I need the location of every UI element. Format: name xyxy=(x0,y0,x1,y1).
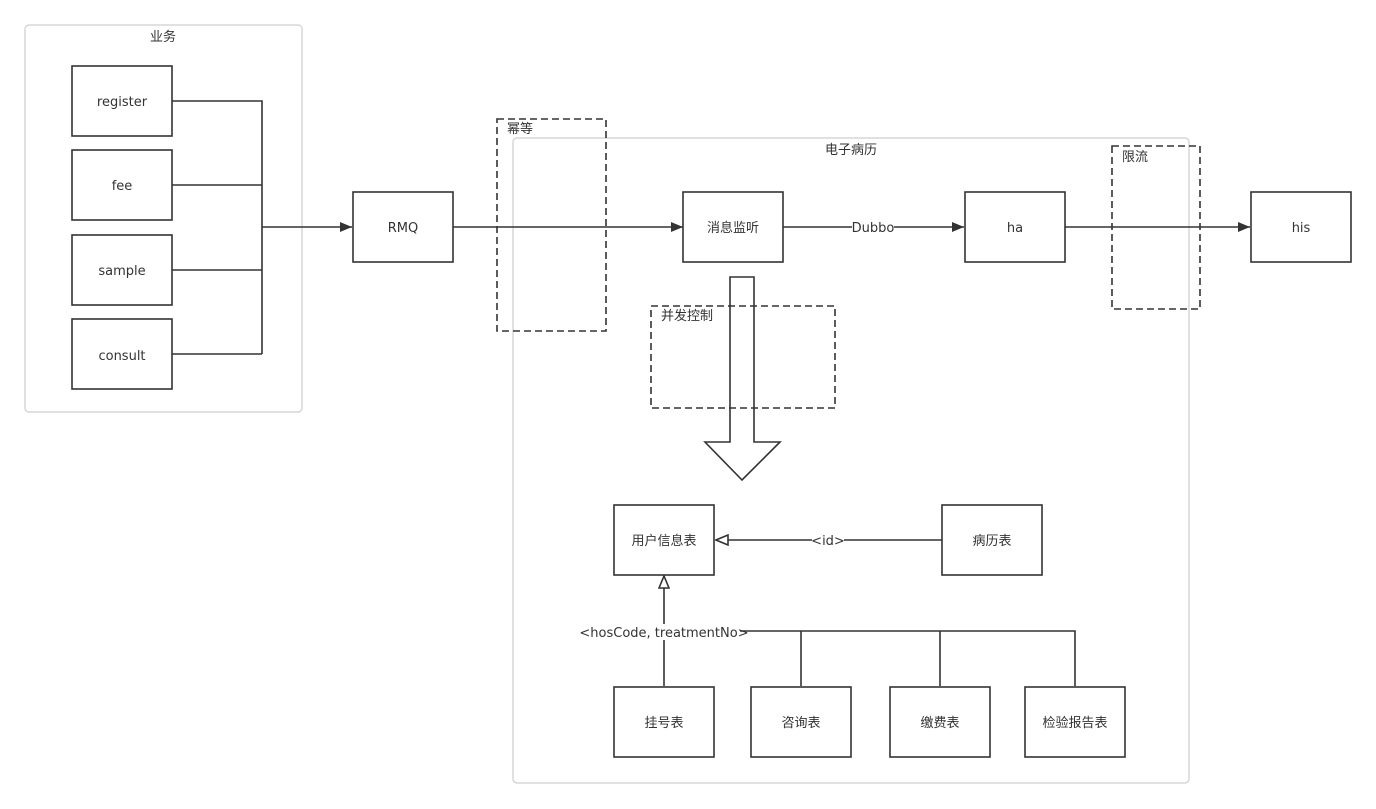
idempotent-label: 幂等 xyxy=(507,121,533,137)
edge-record-to-userinfo: <id> xyxy=(716,532,942,549)
node-sample[interactable]: sample xyxy=(71,234,173,306)
node-registration-table[interactable]: 挂号表 xyxy=(613,686,715,758)
node-ha[interactable]: ha xyxy=(964,191,1066,263)
svg-text:病历表: 病历表 xyxy=(972,534,1011,549)
business-group: 业务 xyxy=(24,24,303,413)
svg-text:register: register xyxy=(97,95,148,110)
svg-text:his: his xyxy=(1292,221,1311,236)
node-register[interactable]: register xyxy=(71,65,173,137)
node-lab-report-table[interactable]: 检验报告表 xyxy=(1024,686,1126,758)
node-consult[interactable]: consult xyxy=(71,318,173,390)
edge-listener-to-ha: Dubbo xyxy=(783,219,964,236)
big-down-arrow-icon xyxy=(703,276,782,482)
emr-group: 电子病历 xyxy=(512,137,1190,784)
concurrency-label: 并发控制 xyxy=(661,308,713,324)
svg-text:咨询表: 咨询表 xyxy=(781,716,820,731)
node-message-listener[interactable]: 消息监听 xyxy=(682,191,784,263)
svg-text:fee: fee xyxy=(112,179,133,194)
node-fee[interactable]: fee xyxy=(71,149,173,221)
node-medical-record-table[interactable]: 病历表 xyxy=(941,504,1043,576)
svg-text:挂号表: 挂号表 xyxy=(644,716,683,731)
svg-text:consult: consult xyxy=(98,349,145,364)
svg-text:RMQ: RMQ xyxy=(388,221,418,236)
node-his[interactable]: his xyxy=(1250,191,1352,263)
hoscode-label: <hosCode, treatmentNo> xyxy=(579,626,748,641)
business-connectors xyxy=(172,100,352,355)
svg-text:消息监听: 消息监听 xyxy=(707,220,759,236)
concurrency-region: 并发控制 xyxy=(650,305,836,409)
node-user-info-table[interactable]: 用户信息表 xyxy=(613,504,715,576)
idempotent-region: 幂等 xyxy=(496,118,607,332)
emr-group-title: 电子病历 xyxy=(825,143,877,158)
rate-limit-label: 限流 xyxy=(1122,150,1148,165)
rate-limit-region: 限流 xyxy=(1111,145,1201,310)
node-rmq[interactable]: RMQ xyxy=(352,191,454,263)
svg-text:用户信息表: 用户信息表 xyxy=(631,533,696,549)
business-group-title: 业务 xyxy=(150,29,176,45)
id-label: <id> xyxy=(811,534,845,549)
svg-text:sample: sample xyxy=(98,264,145,279)
svg-text:ha: ha xyxy=(1007,221,1023,236)
node-consultation-table[interactable]: 咨询表 xyxy=(750,686,852,758)
dubbo-label: Dubbo xyxy=(852,221,895,236)
edge-tables-to-userinfo: <hosCode, treatmentNo> xyxy=(579,576,1076,686)
svg-text:缴费表: 缴费表 xyxy=(920,716,959,731)
svg-text:检验报告表: 检验报告表 xyxy=(1042,715,1107,731)
node-payment-table[interactable]: 缴费表 xyxy=(889,686,991,758)
